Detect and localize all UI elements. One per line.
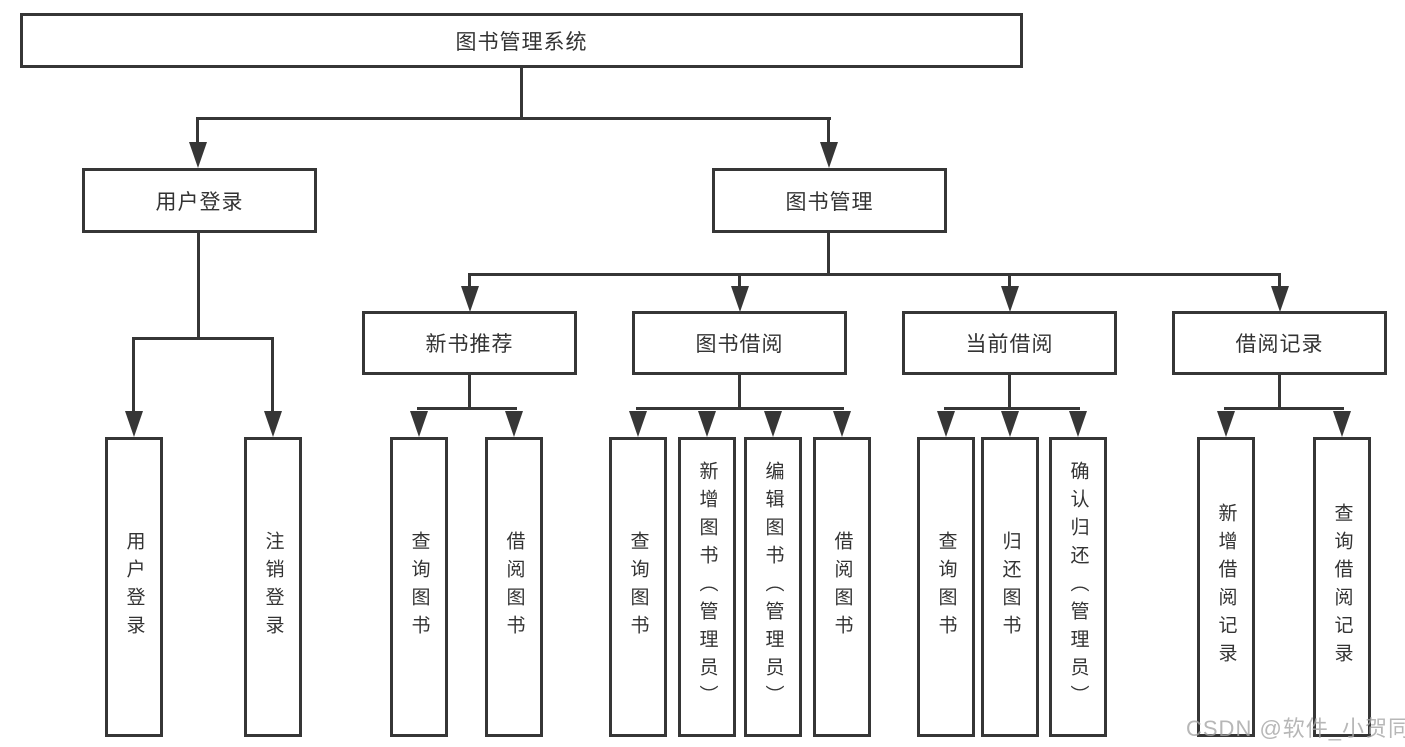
node-leaf-query-borrow-record-label: 查询借阅记录 — [1331, 503, 1353, 671]
connector-level3-drop-3 — [1008, 273, 1011, 291]
connector-user-login-rail — [132, 337, 274, 340]
arrowhead-down-icon — [189, 142, 207, 168]
connector-user-login-drop-left — [132, 337, 135, 415]
connector-book-management-stem — [827, 232, 830, 275]
arrowhead-down-icon — [820, 142, 838, 168]
node-leaf-add-borrow-record-label: 新增借阅记录 — [1215, 503, 1237, 671]
node-library-system-label: 图书管理系统 — [455, 30, 588, 54]
node-leaf-user-login: 用户登录 — [105, 437, 163, 737]
node-leaf-add-book-admin-label: 新增图书（管理员） — [696, 461, 718, 713]
node-book-borrowing: 图书借阅 — [632, 311, 847, 375]
connector-group1-stem — [468, 374, 471, 409]
csdn-watermark: CSDN @软件_小贺同学 — [1186, 716, 1405, 741]
arrowhead-down-icon — [125, 411, 143, 437]
connector-group2-stem — [738, 374, 741, 409]
node-leaf-query-books-1: 查询图书 — [390, 437, 448, 737]
node-leaf-edit-book-admin-label: 编辑图书（管理员） — [762, 461, 784, 713]
arrowhead-down-icon — [937, 411, 955, 437]
arrowhead-down-icon — [1001, 411, 1019, 437]
arrowhead-down-icon — [264, 411, 282, 437]
connector-group4-stem — [1278, 374, 1281, 409]
node-borrowing-records: 借阅记录 — [1172, 311, 1387, 375]
node-leaf-query-books-2: 查询图书 — [609, 437, 667, 737]
arrowhead-down-icon — [1001, 286, 1019, 312]
node-leaf-return-book-label: 归还图书 — [999, 531, 1021, 643]
arrowhead-down-icon — [833, 411, 851, 437]
node-leaf-query-borrow-record: 查询借阅记录 — [1313, 437, 1371, 737]
arrowhead-down-icon — [1217, 411, 1235, 437]
arrowhead-down-icon — [1333, 411, 1351, 437]
node-leaf-confirm-return-admin: 确认归还（管理员） — [1049, 437, 1107, 737]
node-borrowing-records-label: 借阅记录 — [1235, 333, 1324, 356]
node-leaf-borrow-books-2-label: 借阅图书 — [831, 531, 853, 643]
connector-level3-drop-1 — [468, 273, 471, 291]
node-book-borrowing-label: 图书借阅 — [695, 333, 784, 356]
node-user-login: 用户登录 — [82, 168, 317, 233]
node-book-management: 图书管理 — [712, 168, 947, 233]
node-leaf-borrow-books-1: 借阅图书 — [485, 437, 543, 737]
node-current-borrowing: 当前借阅 — [902, 311, 1117, 375]
arrowhead-down-icon — [461, 286, 479, 312]
connector-level2-drop-left — [196, 117, 199, 147]
connector-group4-rail — [1224, 407, 1344, 410]
arrowhead-down-icon — [731, 286, 749, 312]
node-library-system: 图书管理系统 — [20, 13, 1023, 68]
arrowhead-down-icon — [764, 411, 782, 437]
connector-level2-rail — [196, 117, 831, 120]
node-leaf-add-borrow-record: 新增借阅记录 — [1197, 437, 1255, 737]
node-leaf-borrow-books-2: 借阅图书 — [813, 437, 871, 737]
node-leaf-query-books-3-label: 查询图书 — [935, 531, 957, 643]
connector-user-login-drop-right — [271, 337, 274, 415]
arrowhead-down-icon — [410, 411, 428, 437]
node-new-book-recommendation-label: 新书推荐 — [425, 333, 514, 356]
connector-group3-stem — [1008, 374, 1011, 409]
connector-level3-rail — [468, 273, 1281, 276]
connector-group1-rail — [417, 407, 517, 410]
connector-root-stem — [520, 67, 523, 120]
arrowhead-down-icon — [1271, 286, 1289, 312]
node-leaf-add-book-admin: 新增图书（管理员） — [678, 437, 736, 737]
node-book-management-label: 图书管理 — [785, 190, 874, 214]
arrowhead-down-icon — [505, 411, 523, 437]
connector-group3-rail — [944, 407, 1080, 410]
connector-level2-drop-right — [827, 117, 830, 147]
node-leaf-logout: 注销登录 — [244, 437, 302, 737]
node-leaf-borrow-books-1-label: 借阅图书 — [503, 531, 525, 643]
node-user-login-label: 用户登录 — [155, 190, 244, 214]
node-leaf-query-books-2-label: 查询图书 — [627, 531, 649, 643]
node-leaf-user-login-label: 用户登录 — [123, 531, 145, 643]
node-leaf-logout-label: 注销登录 — [262, 531, 284, 643]
connector-group2-rail — [636, 407, 844, 410]
connector-level3-drop-2 — [738, 273, 741, 291]
node-new-book-recommendation: 新书推荐 — [362, 311, 577, 375]
node-leaf-query-books-3: 查询图书 — [917, 437, 975, 737]
node-leaf-edit-book-admin: 编辑图书（管理员） — [744, 437, 802, 737]
arrowhead-down-icon — [1069, 411, 1087, 437]
connector-user-login-stem — [197, 232, 200, 339]
node-leaf-return-book: 归还图书 — [981, 437, 1039, 737]
node-leaf-confirm-return-admin-label: 确认归还（管理员） — [1067, 461, 1089, 713]
connector-level3-drop-4 — [1278, 273, 1281, 291]
node-current-borrowing-label: 当前借阅 — [965, 333, 1054, 356]
node-leaf-query-books-1-label: 查询图书 — [408, 531, 430, 643]
arrowhead-down-icon — [629, 411, 647, 437]
arrowhead-down-icon — [698, 411, 716, 437]
